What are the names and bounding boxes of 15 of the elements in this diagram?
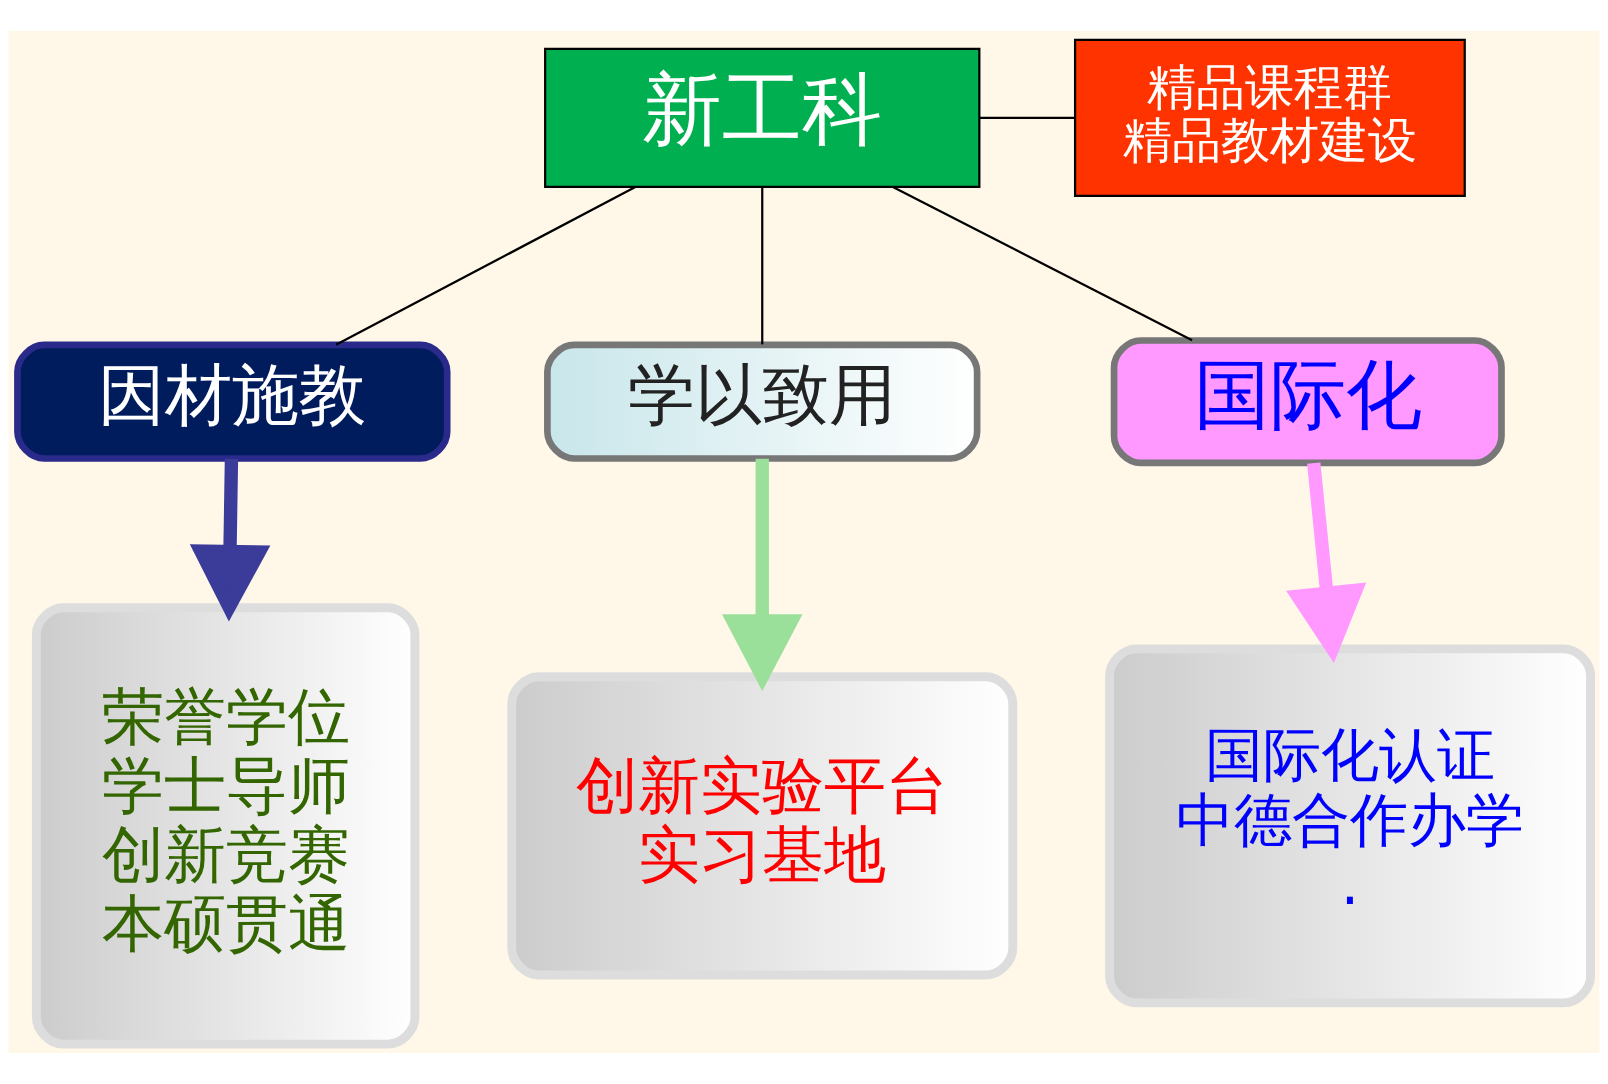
node-box: 创新实验平台 实习基地: [507, 672, 1018, 980]
node-box: 因材施教: [14, 341, 451, 462]
node-box: 荣誉学位 学士导师 创新竞赛 本硕贯通: [31, 603, 420, 1049]
connector: [335, 186, 636, 346]
node-box: 国际化认证 中德合作办学 .: [1105, 644, 1595, 1008]
arrow: [1286, 462, 1367, 663]
arrow: [189, 458, 271, 622]
node-box: 学以致用: [544, 341, 981, 462]
connector: [892, 186, 1193, 342]
arrow: [722, 458, 803, 691]
node-box: 新工科: [544, 47, 981, 188]
connector: [979, 116, 1075, 119]
node-box: 精品课程群 精品教材建设: [1073, 38, 1466, 197]
node-box: 国际化: [1110, 337, 1505, 467]
connector: [761, 187, 764, 345]
